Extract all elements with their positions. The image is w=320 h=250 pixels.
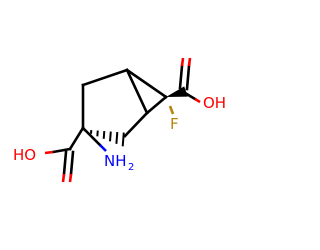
bond-carbonyl-right-color-a <box>180 57 185 67</box>
bond-c4-c5 <box>123 111 149 138</box>
bond-carboxyl-c-oh-left <box>51 147 72 154</box>
bond-c3-carboxyl-left <box>68 126 85 151</box>
hydroxyl-left-label: HO <box>13 146 36 164</box>
bond-carbonyl-right-a <box>178 64 184 90</box>
bond-c6-f-color <box>168 105 175 115</box>
amine-label: NH <box>104 152 127 170</box>
hashed-bond-c3-c4 <box>83 129 125 147</box>
bond-amine-color <box>99 144 107 152</box>
bond-carbonyl-left-a <box>62 150 68 176</box>
bond-c5-c1 <box>125 68 149 115</box>
bond-carbonyl-right-b <box>185 64 191 91</box>
wedge-bond-c6-carboxyl <box>166 86 188 97</box>
heteroatom-bond-segments <box>44 57 201 183</box>
bond-carbonyl-left-color-a <box>61 173 66 183</box>
bond-carbonyl-left-color-b <box>68 173 73 183</box>
bond-carbonyl-right-color-b <box>187 57 192 67</box>
bond-c5-c6 <box>145 95 168 115</box>
bond-carbonyl-left-b <box>69 150 75 176</box>
molecule-structure: OH F HO NH 2 <box>13 57 226 183</box>
bond-c3-amine <box>81 126 102 147</box>
bond-oh-right-color <box>194 97 201 104</box>
amine-subscript-label: 2 <box>128 162 134 173</box>
bond-c1-c6 <box>125 68 168 99</box>
bonds <box>51 64 197 176</box>
bond-c1-c2 <box>81 68 129 87</box>
hydroxyl-right-label: OH <box>203 94 226 112</box>
bond-oh-left-color <box>44 150 54 155</box>
fluorine-label: F <box>170 115 179 133</box>
